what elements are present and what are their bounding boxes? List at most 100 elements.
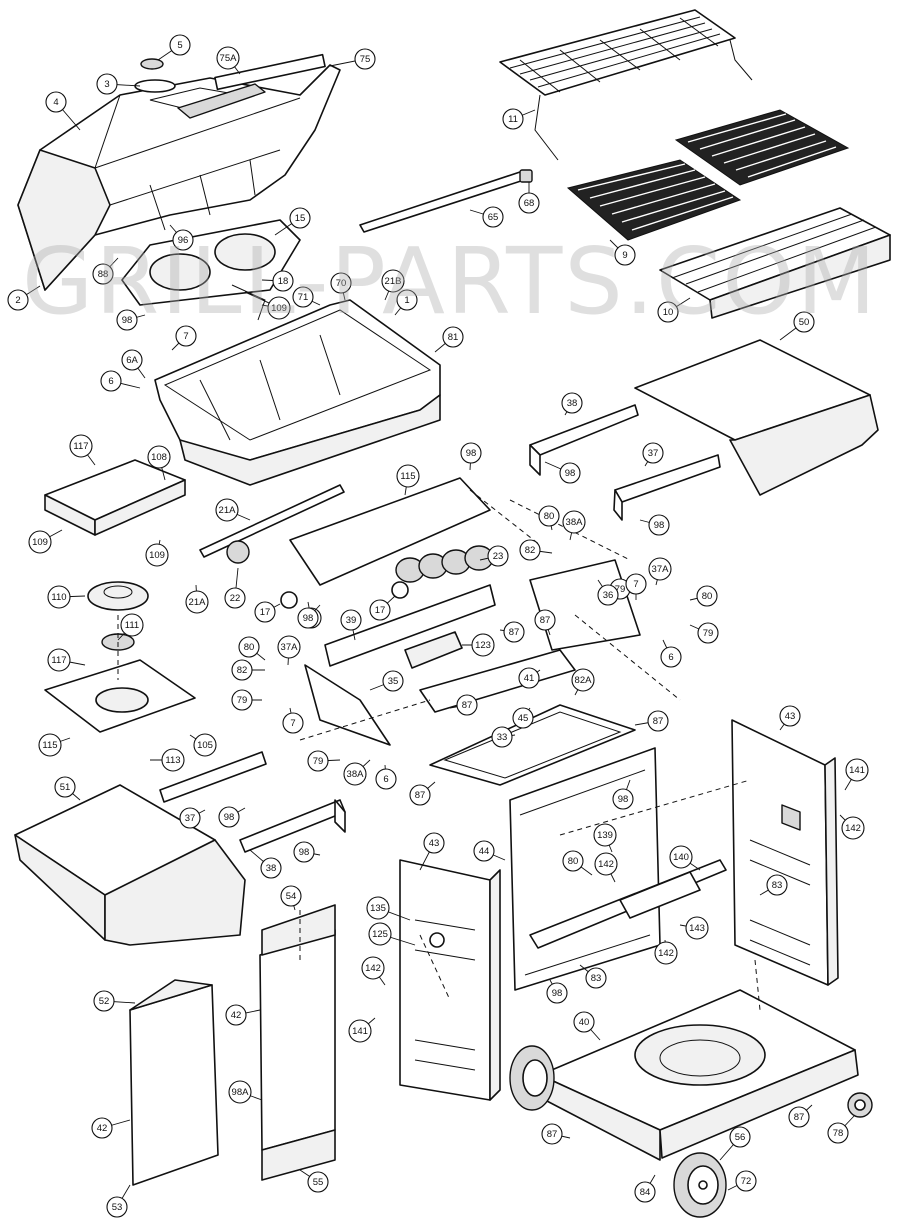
callout-circle [121,349,143,371]
callout-label: 98 [122,315,133,326]
callout-circle [282,712,304,734]
cross-member-36 [529,559,641,651]
callout-label: 6 [108,376,113,387]
callout-125: 125 [368,922,416,946]
callout-label: 2 [15,295,20,306]
callout-80: 80 [562,850,593,876]
callout-circle [779,705,801,727]
callout-111: 111 [117,613,144,641]
callout-142: 142 [839,814,865,840]
callout-label: 123 [475,640,491,651]
callout-55: 55 [299,1169,329,1193]
callout-label: 98 [299,847,310,858]
callout-circle [381,269,405,293]
callout-38a: 38A [562,510,586,541]
side-shelf-right [634,339,879,496]
callout-label: 98A [232,1087,250,1098]
callout-23: 23 [479,545,509,567]
callout-label: 44 [479,846,490,857]
callout-98: 98 [297,604,321,629]
callout-label: 56 [735,1132,746,1143]
callout-42: 42 [91,1117,131,1139]
callout-141: 141 [844,758,869,791]
callout-80: 80 [689,585,718,607]
callout-circle [503,621,525,643]
callout-circle [561,392,583,414]
callout-21a: 21A [215,498,251,522]
callout-label: 140 [673,852,689,863]
callout-circle [260,857,282,879]
callout-label: 142 [845,823,861,834]
callout-circle [179,807,201,829]
callout-label: 80 [702,591,713,602]
callout-label: 105 [197,740,213,751]
callout-label: 15 [295,213,306,224]
callout-label: 1 [404,295,409,306]
callout-label: 52 [99,996,110,1007]
callout-21a: 21A [185,584,209,614]
callout-label: 79 [237,695,248,706]
callout-139: 139 [593,823,617,853]
callout-70: 70 [330,272,352,301]
callout-38: 38 [561,392,583,416]
shelf-bracket-37 [613,454,721,521]
callout-label: 80 [244,642,255,653]
callout-label: 109 [271,303,287,314]
callout-circle [267,296,291,320]
callout-circle [100,370,122,392]
callout-label: 141 [352,1026,368,1037]
callout-circle [614,244,636,266]
callout-22: 22 [224,567,246,609]
callout-115: 115 [38,733,71,757]
callout-circle [473,840,495,862]
callout-circle [92,263,114,285]
callout-label: 142 [598,859,614,870]
door-42-left [129,979,219,1186]
callout-label: 82 [237,665,248,676]
callout-71: 71 [292,286,321,308]
callout-circle [47,648,71,672]
callout-113: 113 [150,748,185,772]
callout-circle [648,557,672,581]
callout-56: 56 [719,1126,751,1161]
callout-circle [147,445,171,469]
callout-label: 87 [794,1112,805,1123]
callout-circle [354,48,376,70]
callout-circle [368,922,392,946]
callout-4: 4 [45,91,81,131]
callout-label: 113 [165,755,180,766]
callout-87: 87 [541,1123,571,1145]
thermometer-part [134,58,176,93]
callout-circle [546,982,568,1004]
callout-label: 23 [493,551,504,562]
callout-54: 54 [280,885,302,911]
callout-label: 6 [668,652,673,663]
callout-117: 117 [47,648,86,672]
callout-circle [382,670,404,692]
callout-label: 6A [126,355,138,366]
callout-circle [491,726,513,748]
callout-35: 35 [369,670,404,692]
callout-label: 11 [508,114,518,125]
cart-panel-43-right [731,719,839,986]
callout-label: 82A [575,675,593,686]
callout-98: 98 [546,979,568,1004]
cross-member-41 [419,649,576,713]
callout-label: 71 [298,292,309,303]
callout-37: 37 [179,807,206,829]
callout-circle [612,788,634,810]
callout-label: 139 [597,830,613,841]
callout-circle [172,229,194,251]
callout-circle [307,1171,329,1193]
callout-label: 79 [615,584,626,595]
callout-87: 87 [534,609,556,636]
callout-108: 108 [147,445,171,481]
callout-87: 87 [409,781,436,806]
callout-circle [161,748,185,772]
callout-circle [361,956,385,980]
callout-circle [409,784,431,806]
callout-label: 78 [833,1128,844,1139]
callout-circle [562,510,586,534]
callout-label: 142 [365,963,381,974]
